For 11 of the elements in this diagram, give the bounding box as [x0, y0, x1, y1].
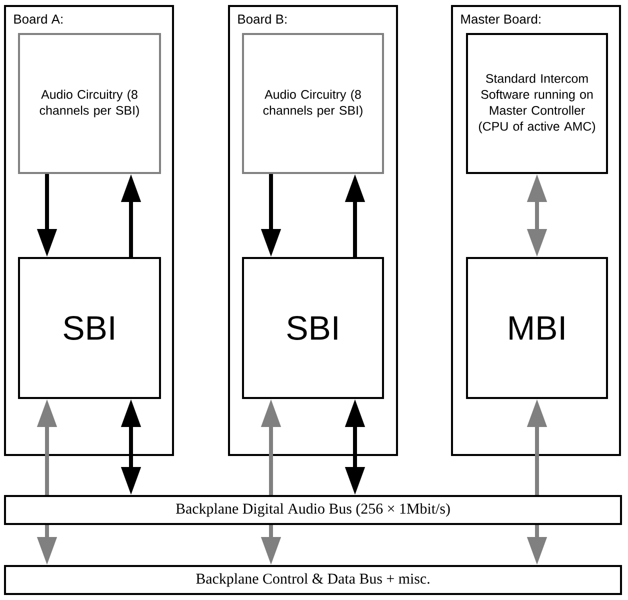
interface-box: SBI — [18, 257, 161, 399]
circuit-box: Audio Circuitry (8 channels per SBI) — [242, 33, 384, 174]
bus-bar: Backplane Digital Audio Bus (256 × 1Mbit/s) — [4, 495, 622, 525]
board-title: Master Board: — [461, 14, 540, 24]
bus-bar: Backplane Control & Data Bus + misc. — [4, 565, 622, 595]
interface-box: MBI — [466, 257, 608, 399]
board-title: Board A: — [14, 14, 62, 24]
interface-box: SBI — [242, 257, 384, 399]
circuit-box: Audio Circuitry (8 channels per SBI) — [18, 33, 161, 174]
software-box: Standard Intercom Software running on Master Controller (CPU of active AMC) — [466, 33, 608, 174]
board-title: Board B: — [238, 14, 286, 24]
